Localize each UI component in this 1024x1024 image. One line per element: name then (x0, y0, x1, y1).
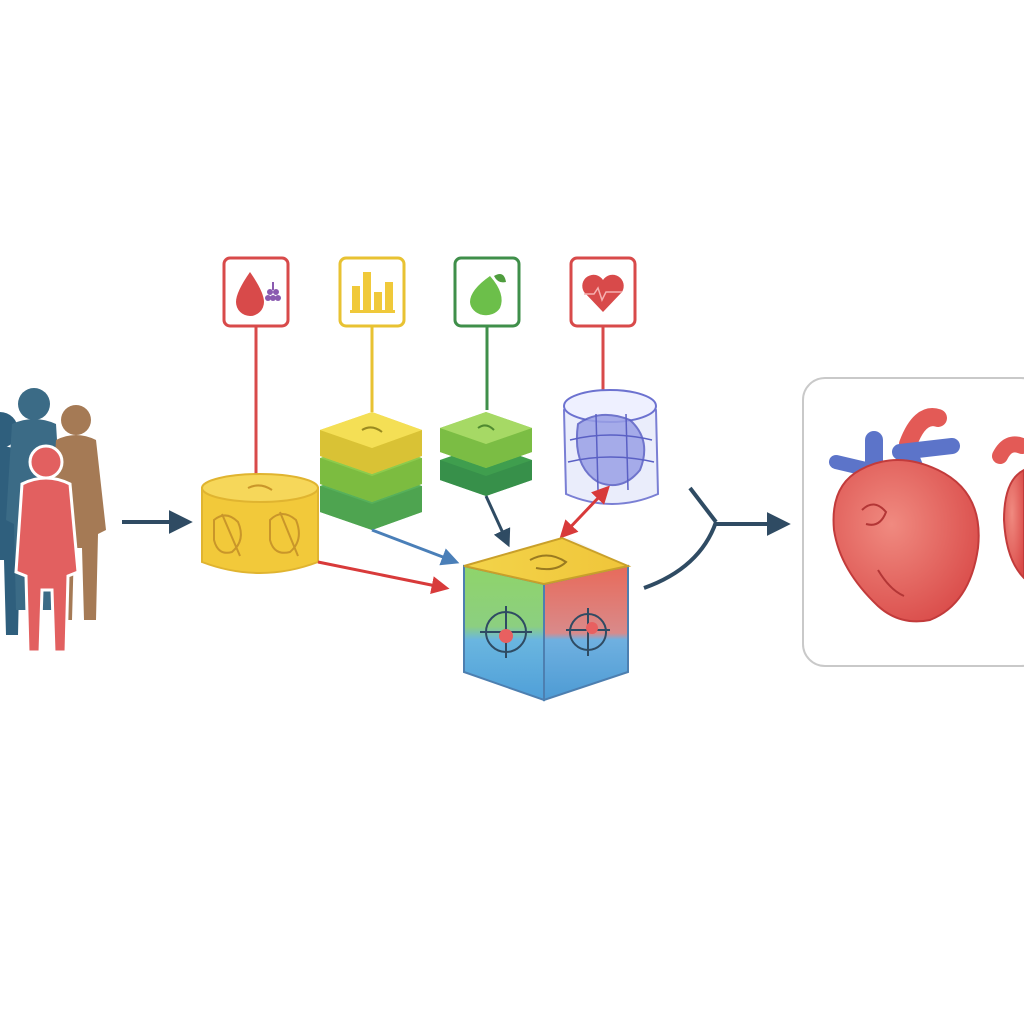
wireframe-heart-volume-icon (562, 389, 660, 505)
modality-icon-chart (338, 256, 406, 328)
arrow-stack-to-cube (371, 528, 460, 566)
modality-icon-blood (222, 256, 290, 328)
multimodal-cube-icon (463, 536, 632, 702)
arrow-branch-top (688, 486, 718, 524)
output-panel (802, 377, 1024, 667)
green-stack-icon (440, 412, 532, 496)
arrow-cylinder-to-cube (317, 560, 450, 594)
arrow-cube-curve (643, 521, 718, 590)
heart-model-icon (829, 408, 980, 623)
heart-ecg-icon (582, 274, 624, 312)
bar-chart-icon (350, 272, 395, 313)
population-group (0, 388, 106, 654)
grape-icon (265, 282, 281, 301)
yellow-green-stack-icon (320, 412, 422, 530)
heart-model-icon (992, 436, 1024, 580)
arrow-green-to-cube (484, 495, 511, 548)
modality-icon-leaf (453, 256, 521, 328)
person-icon (14, 444, 80, 654)
yellow-cylinder-icon (201, 473, 319, 574)
leaf-drop-icon (470, 276, 502, 316)
blood-drop-icon (236, 272, 264, 316)
modality-icon-heart (569, 256, 637, 328)
arrow-volume-cube-bidirectional (559, 485, 610, 539)
